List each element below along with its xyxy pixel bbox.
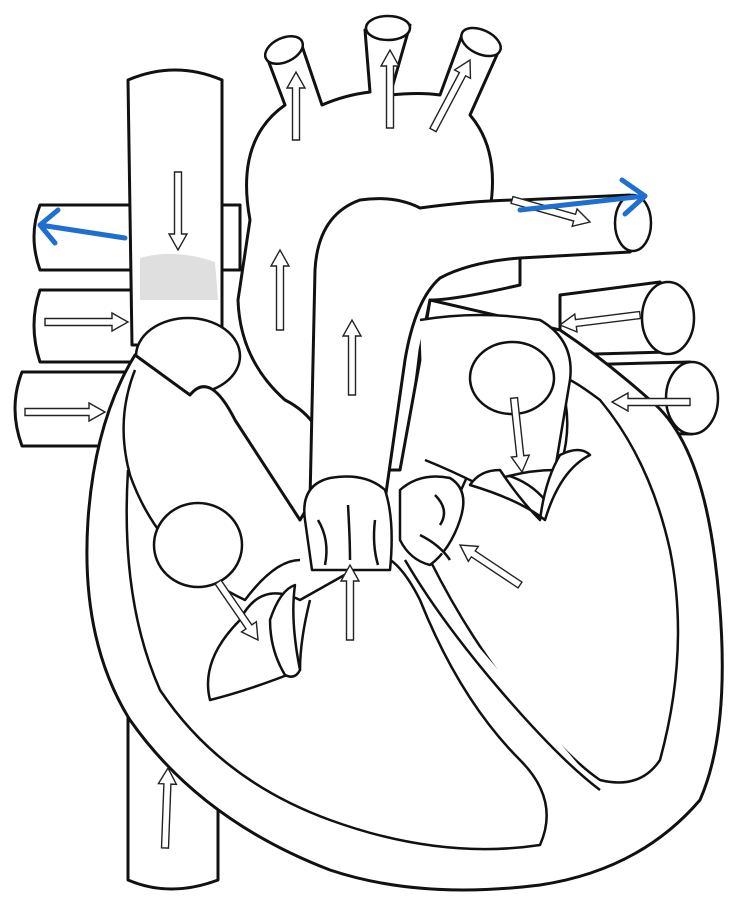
aorta-branch-2 <box>364 14 412 42</box>
pulmonary-artery-opening <box>613 193 653 253</box>
hollow-arrow-icon <box>269 248 291 331</box>
aorta-branch-1 <box>263 34 305 66</box>
hollow-arrow-icon <box>379 48 401 129</box>
aortic-valve <box>398 475 465 567</box>
hollow-arrow-icon <box>341 318 363 396</box>
hollow-arrow-icon <box>558 310 642 334</box>
hollow-arrow-icon <box>458 544 523 589</box>
coronary-sinus <box>152 501 244 589</box>
hollow-arrow-icon <box>157 766 178 849</box>
svc-shadow <box>140 253 218 300</box>
hollow-arrow-icon <box>610 391 691 413</box>
tricuspid-valve <box>268 583 302 678</box>
hollow-arrow-icon <box>339 563 361 641</box>
hollow-arrow-icon <box>24 401 107 423</box>
aorta-branch-3 <box>460 26 502 58</box>
arrow-icon <box>37 207 128 246</box>
hollow-arrow-icon <box>214 579 259 642</box>
hollow-arrow-icon <box>167 171 189 252</box>
highlight-arrows <box>37 177 648 246</box>
flow-arrows <box>24 48 691 849</box>
hollow-arrow-icon <box>44 311 130 333</box>
pulmonary-valve <box>303 475 393 572</box>
hollow-arrow-icon <box>510 195 592 228</box>
mitral-valve <box>468 448 592 522</box>
hollow-arrow-icon <box>285 70 307 141</box>
arrow-icon <box>517 177 648 217</box>
hollow-arrow-icon <box>428 58 472 133</box>
hollow-arrow-icon <box>509 396 531 474</box>
septum <box>403 559 601 791</box>
